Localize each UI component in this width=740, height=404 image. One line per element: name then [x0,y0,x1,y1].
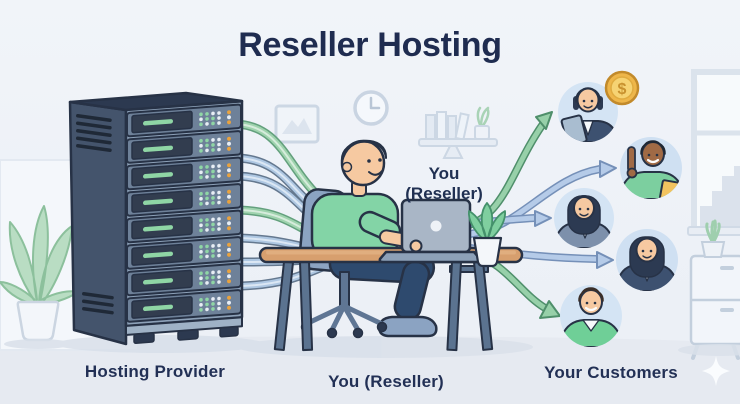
wall-clock-icon [353,90,389,126]
reseller-figure [258,139,524,352]
person-head [340,139,388,187]
laptop [378,198,482,264]
customer-avatar-man-green [560,285,622,347]
coin-dollar-symbol: $ [618,81,627,98]
customer-avatar-woman-navy [616,229,678,291]
dollar-coin-icon: $ [604,70,640,106]
window-icon [687,69,740,236]
rack-front [124,100,244,345]
picture-frame-icon [274,104,320,144]
person-hand [409,239,423,253]
customer-avatar-man-pointing [620,137,682,199]
your-customers-label: Your Customers [544,363,678,382]
desk-plant-icon [468,202,506,268]
cable-green-1 [231,119,323,201]
reseller-label: You (Reseller) [328,372,444,391]
customer-group: $ [554,70,682,347]
rack-side-vents [75,113,114,315]
floor [0,336,740,404]
laptop-logo-icon [430,220,442,232]
reseller-wall-label: You (Reseller) [383,164,505,204]
hosting-provider-label: Hosting Provider [84,362,226,381]
server-rack [68,91,244,346]
page-title: Reseller Hosting [238,26,502,64]
reseller-wall-label-line2: (Reseller) [405,184,483,204]
customer-avatar-woman-gray [554,188,614,248]
dresser-icon [689,219,740,360]
succulent-plant-icon [700,219,726,258]
reseller-wall-label-line1: You [428,164,460,183]
sparkle-icon [702,356,730,386]
person-shoe [378,315,438,338]
chair-base [300,271,388,339]
book-shelf-icon [418,106,498,159]
